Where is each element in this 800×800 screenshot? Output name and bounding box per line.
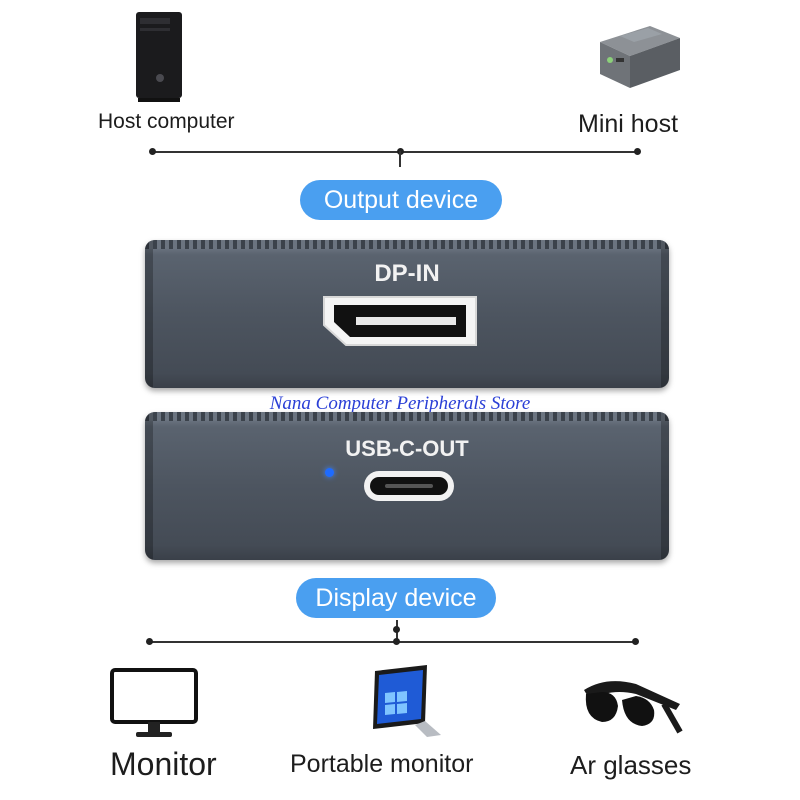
store-watermark: Nana Computer Peripherals Store [269,393,531,414]
output-device-badge: Output device [300,180,502,220]
display-label-portable-monitor: Portable monitor [290,750,474,778]
displayport-icon [320,293,480,349]
display-label-monitor: Monitor [110,746,217,782]
mini-host-label: Mini host [578,110,679,138]
usb-c-out-label: USB-C-OUT [345,436,469,461]
ar-glasses-icon [576,670,688,740]
source-connector-drop [399,151,401,167]
module-left-edge [145,240,153,388]
usb-c-port-icon [363,470,455,502]
host-computer-label: Host computer [98,110,235,133]
module-ridge [145,412,669,421]
status-led-icon [325,468,334,477]
module-left-edge [145,412,153,560]
host-computer-icon [128,12,190,102]
source-connector-line [152,151,639,153]
display-label-ar-glasses: Ar glasses [570,750,692,780]
mini-host-icon [590,22,682,92]
source-connector-left-dot [149,148,156,155]
display-connector-left-dot [146,638,153,645]
module-ridge [145,240,669,249]
portable-monitor-icon [355,663,445,739]
display-device-badge: Display device [296,578,496,618]
source-connector-right-dot [634,148,641,155]
dp-in-module: DP-IN [145,240,669,388]
module-right-edge [661,240,669,388]
display-connector-center-dot-upper [393,626,400,633]
module-right-edge [661,412,669,560]
usb-c-out-module: USB-C-OUT [145,412,669,560]
dp-in-label: DP-IN [374,260,440,287]
display-connector-center-dot [393,638,400,645]
monitor-icon [110,668,198,740]
display-connector-right-dot [632,638,639,645]
